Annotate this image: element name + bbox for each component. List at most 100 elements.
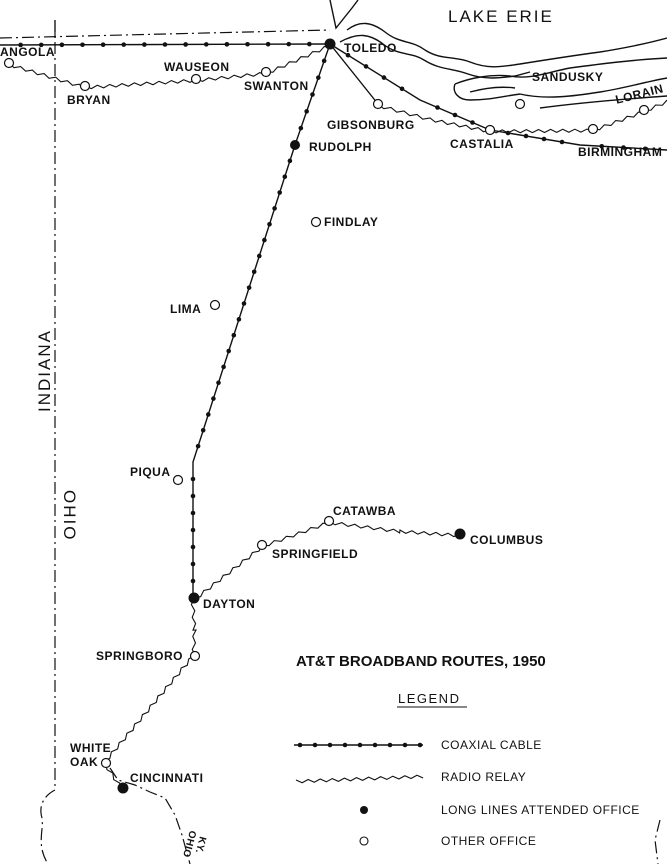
legend-coax-dot: [372, 742, 378, 748]
coax-dot: [18, 42, 23, 48]
coax-dot: [121, 42, 127, 47]
coax-dot: [257, 253, 262, 259]
coax-dot: [231, 332, 237, 338]
coax-dot: [226, 348, 231, 354]
coax-dot: [272, 206, 277, 211]
office-castalia: [484, 124, 496, 136]
office-lima: [209, 299, 221, 311]
attended-office-cincinnati: [117, 782, 129, 794]
office-swanton: [260, 66, 272, 78]
coax-dot: [142, 42, 147, 47]
coax-dot: [221, 364, 226, 370]
office-lorain: [638, 104, 650, 116]
office-angola: [3, 57, 15, 69]
coax-dot: [190, 544, 196, 550]
office-bryan: [79, 80, 91, 92]
office-white-oak: [100, 757, 112, 769]
city-label-birmingham: BIRMINGHAM: [578, 145, 662, 159]
city-label-swanton: SWANTON: [244, 79, 309, 93]
coax-dot: [599, 143, 605, 149]
radio-gibsonburg-lorain: [377, 99, 667, 134]
radio-angola-toledo: [8, 45, 332, 90]
city-label-lorain: LORAIN: [614, 81, 665, 106]
coax-dot: [211, 396, 216, 401]
city-label-springboro: SPRINGBORO: [96, 649, 183, 663]
coax-dot: [265, 41, 271, 47]
coax-dot: [307, 41, 312, 47]
city-label-toledo: TOLEDO: [344, 41, 397, 55]
city-label-cincinnati: CINCINNATI: [130, 771, 203, 785]
coax-dot: [435, 105, 440, 110]
coax-dot: [190, 493, 196, 499]
legend-attended-label: LONG LINES ATTENDED OFFICE: [441, 803, 640, 817]
coax-dot: [224, 42, 230, 47]
map-title: AT&T BROADBAND ROUTES, 1950: [296, 653, 546, 670]
coax-dot: [363, 64, 369, 69]
coax-dot: [381, 75, 387, 80]
legend-coax-dot: [357, 742, 363, 748]
coax-dot: [241, 301, 247, 306]
city-label-columbus: COLUMBUS: [470, 533, 543, 547]
coax-dot: [321, 58, 327, 64]
indiana-label: INDIANA: [35, 329, 54, 412]
office-piqua: [172, 474, 184, 486]
lake-erie-label: LAKE ERIE: [448, 7, 554, 26]
coax-dot: [59, 42, 65, 48]
coax-dot: [190, 527, 196, 533]
coax-dot: [267, 221, 272, 227]
office-springfield: [256, 539, 268, 551]
coax-dot: [541, 136, 547, 142]
coax-dot: [183, 42, 188, 47]
coax-dot: [38, 42, 44, 48]
city-label-white: WHITE: [70, 741, 111, 755]
coax-dot: [642, 146, 648, 152]
coax-dot: [316, 75, 321, 80]
radio-relay-routes: [8, 45, 667, 790]
office-springboro: [189, 650, 201, 662]
coax-dot: [236, 317, 242, 322]
coax-dot: [262, 237, 267, 243]
city-label-springfield: SPRINGFIELD: [272, 547, 358, 561]
coax-dot: [621, 145, 626, 150]
legend-attended-symbol: [360, 806, 368, 814]
coax-dot: [216, 380, 221, 386]
coax-dot: [452, 112, 458, 118]
coax-dot: [203, 42, 209, 47]
coax-dot: [206, 412, 211, 417]
legend-coax-dot: [342, 742, 348, 748]
city-label-angola: ANGOLA: [0, 45, 55, 59]
office-birmingham: [587, 123, 599, 135]
coax-dot: [246, 285, 252, 290]
legend-coax-dot: [402, 742, 408, 748]
office-gibsonburg: [372, 98, 384, 110]
legend-other-symbol: [359, 836, 369, 846]
legend-coaxial-label: COAXIAL CABLE: [441, 738, 542, 752]
coax-dot: [470, 120, 475, 125]
coax-toledo-dayton: [192, 43, 331, 598]
coax-dot: [200, 428, 206, 433]
office-catawba: [323, 515, 335, 527]
city-label-wauseon: WAUSEON: [164, 60, 230, 74]
ky-border-label: KY.: [193, 835, 208, 854]
city-label-catawba: CATAWBA: [333, 504, 396, 518]
coax-dot: [190, 578, 196, 584]
coax-dot: [399, 86, 405, 92]
legend-heading: LEGEND: [398, 691, 460, 706]
office-findlay: [310, 216, 322, 228]
attended-office-rudolph: [290, 140, 300, 150]
radio-dayton-cincinnati: [102, 597, 197, 790]
attended-office-dayton: [188, 592, 200, 604]
legend-coax-dot: [387, 742, 393, 748]
coax-dot: [304, 109, 309, 114]
legend-coax-dot: [312, 742, 318, 748]
legend-radio-symbol: [295, 774, 424, 784]
coax-toledo-gibsonburg: [329, 43, 379, 105]
city-label-sandusky: SANDUSKY: [532, 70, 603, 84]
coax-dot: [298, 125, 304, 131]
legend-other-label: OTHER OFFICE: [441, 834, 536, 848]
legend-coax-dot: [417, 742, 423, 748]
offices: [3, 38, 650, 794]
coaxial-dots: [18, 41, 648, 584]
coax-dot: [251, 269, 257, 275]
city-label-lima: LIMA: [170, 302, 201, 316]
